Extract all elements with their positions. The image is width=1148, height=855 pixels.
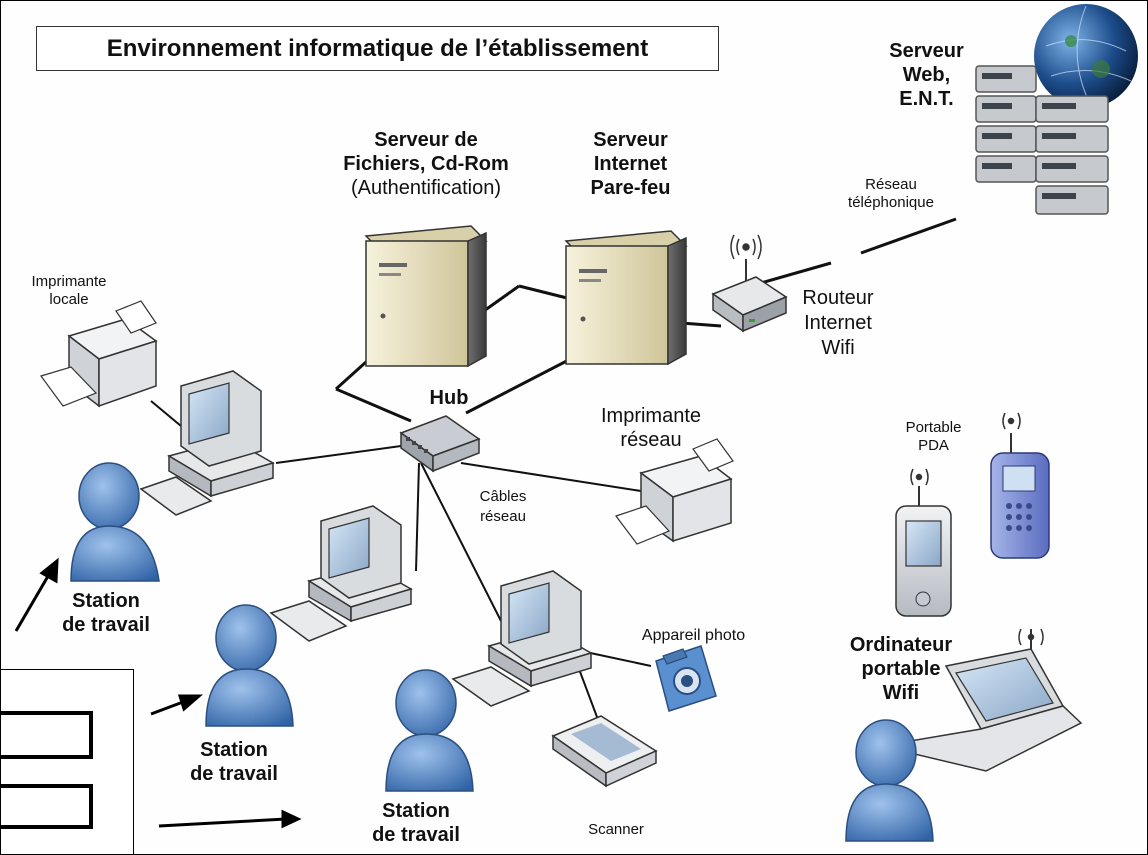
workstation-3-icon [451, 570, 593, 707]
cable-router-telnet [760, 261, 832, 285]
station-1-label: Station de travail [62, 590, 150, 636]
cables-label: Câbles réseau [479, 488, 527, 526]
answer-box-1[interactable] [1, 711, 93, 759]
internet-server-label: Serveur Internet Pare-feu [590, 129, 671, 199]
phone-wifi-icon [1002, 412, 1021, 430]
local-printer-label: Imprimante locale [31, 273, 107, 308]
cable-station3-camera [580, 650, 652, 667]
scanner-label: Scanner [588, 821, 644, 838]
pda-wifi-icon [910, 468, 929, 486]
arrow-station1 [14, 570, 53, 632]
laptop-icon [880, 629, 1083, 772]
arrow-station3 [158, 817, 287, 828]
telephone-network-label: Réseau téléphonique [848, 176, 934, 211]
router-icon [711, 259, 788, 333]
globe-icon [1034, 4, 1138, 108]
mobile-phone-icon [990, 433, 1050, 559]
workstation-2-icon [269, 505, 413, 642]
hub-icon [399, 415, 481, 473]
cable-internetserver-router [680, 321, 722, 328]
network-printer-icon [615, 438, 734, 545]
file-server-icon [364, 225, 488, 368]
diagram-title: Environnement informatique de l’établiss… [36, 26, 719, 71]
camera-icon [655, 645, 717, 712]
laptop-label: Ordinateur portable Wifi [849, 634, 953, 704]
scanner-icon [551, 715, 658, 788]
workstation-1-icon [139, 370, 275, 516]
portable-pda-label: Portable PDA [905, 419, 962, 454]
camera-label: Appareil photo [641, 627, 746, 644]
user-2-icon [205, 604, 294, 727]
cable-hub-station1 [275, 445, 402, 464]
user-3-icon [385, 669, 474, 792]
pda-icon [895, 486, 952, 617]
cable-hub-station2 [415, 462, 420, 572]
web-server-rack-icon [975, 65, 1109, 215]
arrows [14, 557, 302, 829]
file-server-label: Serveur de Fichiers, Cd-Rom (Authentific… [343, 129, 509, 199]
cable-hub-netprinter [460, 462, 642, 492]
user-1-icon [70, 462, 160, 582]
cable-fileserver-internetserver [480, 284, 520, 315]
network-printer-label: Imprimante réseau [600, 405, 702, 451]
cable-hub-station3 [420, 462, 502, 622]
local-printer-icon [40, 300, 158, 408]
answer-box-2[interactable] [1, 784, 93, 829]
internet-server-icon [564, 230, 688, 366]
cable-localprinter-station1 [150, 400, 182, 427]
network-cables [150, 217, 957, 742]
cable-hub-fileserver [335, 387, 412, 423]
station-3-label: Station de travail [372, 800, 460, 846]
web-server-label: Serveur Web, E.N.T. [889, 40, 964, 110]
station-2-label: Station de travail [190, 739, 278, 785]
router-label: Routeur Internet Wifi [802, 287, 874, 359]
router-wifi-icon [730, 234, 762, 260]
laptop-wifi-icon [1018, 628, 1044, 646]
cable-telnet-web [860, 217, 957, 255]
cable-fs-is-b [518, 284, 572, 301]
user-4-icon [845, 719, 934, 842]
hub-label: Hub [429, 387, 469, 409]
